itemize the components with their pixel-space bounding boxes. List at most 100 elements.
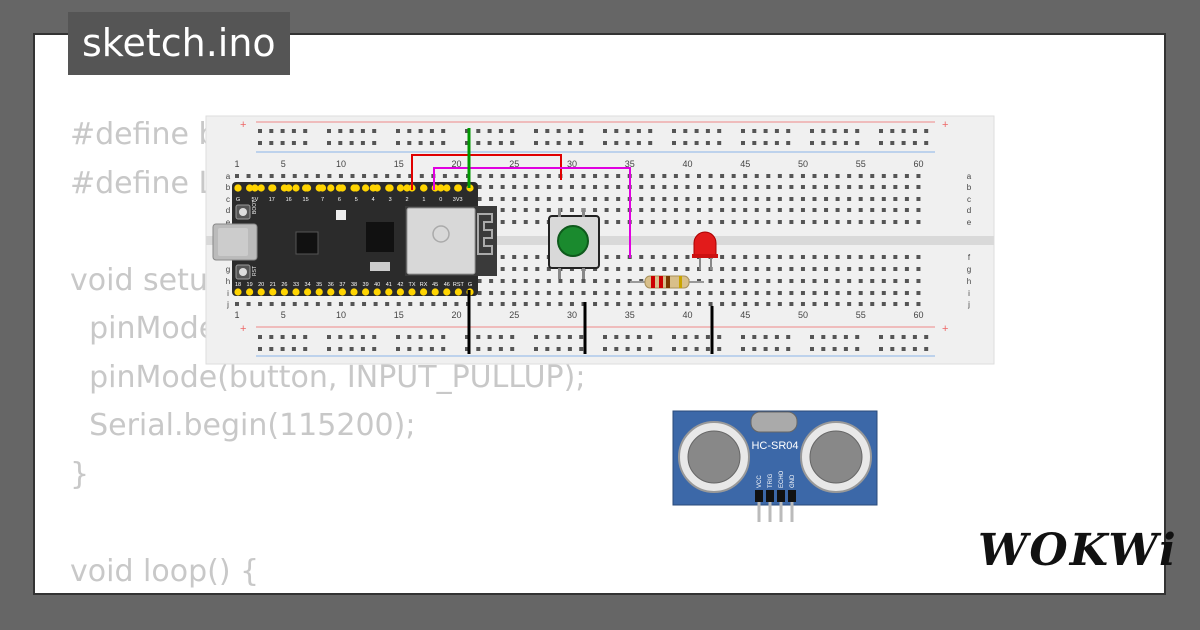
breadboard-hole xyxy=(235,302,239,306)
breadboard-hole xyxy=(569,208,574,212)
rail-hole xyxy=(843,141,848,145)
resistor[interactable] xyxy=(630,275,704,289)
breadboard-hole xyxy=(800,220,805,224)
breadboard-hole xyxy=(408,174,413,178)
rail-hole xyxy=(338,347,343,351)
header-pin xyxy=(362,288,370,296)
breadboard-hole xyxy=(800,279,805,283)
breadboard-hole xyxy=(581,291,586,295)
breadboard-hole xyxy=(616,267,621,271)
row-label: j xyxy=(226,300,229,309)
resistor-band xyxy=(659,276,663,288)
breadboard-hole xyxy=(904,197,909,201)
breadboard-hole xyxy=(858,220,863,224)
rail-hole xyxy=(579,335,584,339)
breadboard-hole xyxy=(512,255,517,259)
breadboard-hole xyxy=(731,174,736,178)
rail-hole xyxy=(717,129,722,133)
pushbutton[interactable] xyxy=(548,208,600,279)
rail-hole xyxy=(683,335,688,339)
rail-hole xyxy=(487,141,492,145)
pin-label: 18 xyxy=(235,282,241,288)
breadboard-hole xyxy=(639,220,644,224)
breadboard-hole xyxy=(338,174,343,178)
breadboard-hole xyxy=(881,208,886,212)
header-pin xyxy=(338,288,346,296)
breadboard-hole xyxy=(512,302,517,306)
rail-hole xyxy=(372,141,377,145)
red-led[interactable] xyxy=(692,231,718,270)
breadboard-hole xyxy=(581,174,586,178)
rail-hole xyxy=(567,347,572,351)
breadboard-hole xyxy=(627,279,632,283)
pushbutton-cap[interactable] xyxy=(557,225,589,257)
rail-hole xyxy=(327,335,331,339)
rail-hole xyxy=(534,347,538,351)
breadboard-hole xyxy=(535,220,540,224)
breadboard-hole xyxy=(766,208,771,212)
breadboard-hole xyxy=(673,267,678,271)
breadboard-hole xyxy=(535,267,540,271)
breadboard-hole xyxy=(697,302,701,306)
breadboard-hole xyxy=(789,255,794,259)
breadboard-hole xyxy=(789,291,794,295)
rail-hole xyxy=(614,141,619,145)
breadboard-hole xyxy=(812,267,817,271)
breadboard-hole xyxy=(442,174,447,178)
column-label: 55 xyxy=(856,159,866,169)
breadboard-hole xyxy=(385,174,390,178)
breadboard-hole xyxy=(858,185,863,189)
breadboard-hole xyxy=(362,302,367,306)
breadboard-hole xyxy=(500,255,505,259)
breadboard-hole xyxy=(916,220,921,224)
breadboard-hole xyxy=(685,208,690,212)
breadboard-hole xyxy=(812,208,817,212)
breadboard-hole xyxy=(662,255,667,259)
header-pin xyxy=(327,288,335,296)
breadboard-hole xyxy=(281,302,286,306)
breadboard-hole xyxy=(593,302,598,306)
breadboard-hole xyxy=(593,185,598,189)
breadboard-hole xyxy=(720,174,725,178)
rail-hole xyxy=(636,335,641,339)
rail-hole xyxy=(407,347,412,351)
breadboard-hole xyxy=(800,174,805,178)
header-pin xyxy=(420,184,428,192)
breadboard-hole xyxy=(569,197,574,201)
rail-hole xyxy=(534,129,538,133)
pin-label: 3V3 xyxy=(453,197,463,203)
rail-hole xyxy=(487,347,492,351)
breadboard-hole xyxy=(258,174,263,178)
breadboard-hole xyxy=(870,291,875,295)
breadboard-hole xyxy=(870,279,875,283)
breadboard-hole xyxy=(604,291,609,295)
rail-hole xyxy=(396,141,400,145)
breadboard-hole xyxy=(500,185,505,189)
rail-hole xyxy=(648,129,653,133)
breadboard-hole xyxy=(916,174,921,178)
breadboard-hole xyxy=(870,302,875,306)
breadboard-hole xyxy=(535,174,540,178)
rail-hole xyxy=(924,335,929,339)
rail-hole xyxy=(327,129,331,133)
breadboard-hole xyxy=(662,291,667,295)
rail-hole xyxy=(396,335,400,339)
header-pin xyxy=(396,288,404,296)
rail-hole xyxy=(510,335,515,339)
rail-hole xyxy=(683,141,688,145)
pin-label: 20 xyxy=(258,282,264,288)
breadboard-hole xyxy=(593,208,598,212)
breadboard-hole xyxy=(500,208,505,212)
pin-label: 3 xyxy=(389,197,392,203)
breadboard-hole xyxy=(512,220,517,224)
breadboard-hole xyxy=(812,279,817,283)
breadboard-hole xyxy=(731,185,736,189)
breadboard-hole xyxy=(627,267,632,271)
header-pin xyxy=(315,288,323,296)
breadboard-hole xyxy=(650,255,655,259)
header-pin xyxy=(292,288,300,296)
header-pin xyxy=(373,184,381,192)
